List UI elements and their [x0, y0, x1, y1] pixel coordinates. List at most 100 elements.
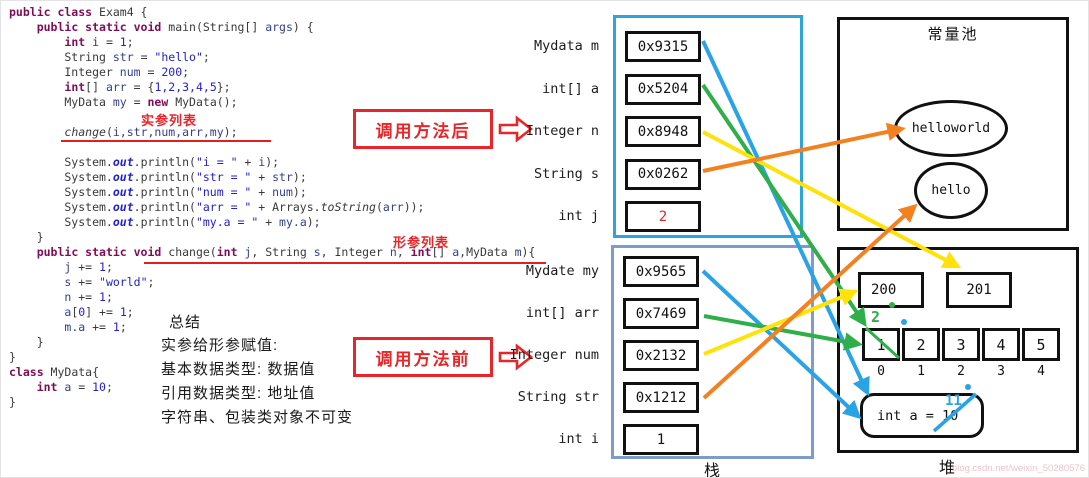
code-token: s: [64, 275, 72, 289]
code-token: int: [64, 80, 86, 94]
code-token: =: [133, 50, 155, 64]
code-line: int i = 1;: [9, 35, 535, 50]
code-token: toString: [320, 200, 376, 214]
code-token: [9, 245, 37, 259]
code-token: MyData();: [175, 95, 238, 109]
code-token: );: [292, 185, 307, 199]
arg-list-label: 实参列表: [141, 113, 198, 128]
code-token: my: [112, 95, 127, 109]
code-token: +: [258, 215, 280, 229]
code-token: .println(: [133, 215, 196, 229]
value-cell: 0x9315: [625, 31, 701, 62]
code-token: System.: [9, 170, 113, 184]
code-token: MyData{: [50, 365, 100, 379]
code-token: ){: [521, 245, 536, 259]
code-token: ;: [105, 290, 113, 304]
code-token: =: [126, 95, 148, 109]
code-token: );: [306, 215, 321, 229]
variable-label: int[] a: [542, 80, 599, 97]
code-token: int: [216, 245, 245, 259]
code-token: int: [410, 245, 432, 259]
code-token: [9, 80, 64, 94]
code-line: }: [9, 395, 535, 410]
code-token: public static void: [36, 20, 169, 34]
code-token: };: [216, 80, 231, 94]
variable-label: int[] arr: [525, 305, 599, 321]
code-token: a: [64, 305, 72, 319]
code-token: [9, 290, 64, 304]
code-token: [9, 320, 64, 334]
constant-pool-title: 常量池: [927, 26, 979, 43]
code-token: num: [272, 185, 293, 199]
code-line: }: [9, 350, 535, 365]
variable-label: String str: [517, 389, 599, 405]
code-token: ] +=: [85, 305, 120, 319]
code-line: System.out.println("arr = " + Arrays.toS…: [9, 200, 535, 215]
code-token: ;: [126, 305, 134, 319]
variable-label: Integer num: [509, 347, 599, 363]
code-token: class: [9, 365, 51, 379]
code-line: }: [9, 335, 535, 350]
code-token: +=: [71, 275, 100, 289]
code-token: ));: [403, 200, 425, 214]
code-token: 10: [92, 380, 106, 394]
code-token: );: [292, 170, 307, 184]
code-token: n: [389, 245, 397, 259]
code-token: (: [105, 125, 113, 139]
code-token: = {: [126, 80, 155, 94]
code-token: ;: [182, 65, 190, 79]
code-line: Integer num = 200;: [9, 65, 535, 80]
code-token: arr: [105, 80, 127, 94]
code-token: new: [147, 95, 176, 109]
code-token: "my.a = ": [195, 215, 259, 229]
code-token: [9, 20, 37, 34]
code-token: +: [251, 170, 273, 184]
array-cell: 2: [902, 328, 940, 361]
code-token: 200: [161, 65, 183, 79]
code-token: Integer: [9, 65, 120, 79]
code-token: }: [9, 230, 44, 244]
value-cell: 0x0262: [625, 158, 701, 190]
code-token: int: [36, 380, 65, 394]
code-token: i: [258, 155, 266, 169]
code-token: arr: [382, 200, 404, 214]
variable-label: String s: [533, 165, 599, 182]
array-index: 4: [1037, 364, 1045, 379]
summary-line: 字符串、包装类对象不可变: [161, 409, 354, 426]
code-block: public class Exam4 { public static void …: [9, 5, 535, 410]
code-token: "num = ": [195, 185, 252, 199]
code-token: change(: [168, 245, 217, 259]
code-token: .println(: [133, 185, 196, 199]
value-cell: 0x9565: [623, 256, 699, 287]
code-token: out: [112, 215, 134, 229]
code-line: }: [9, 230, 535, 245]
block-arrow-right-icon: [498, 115, 534, 143]
code-token: MyData: [9, 95, 113, 109]
code-token: my.a: [279, 215, 307, 229]
code-token: change: [64, 125, 106, 139]
summary-title: 总结: [169, 314, 202, 331]
code-token: =: [71, 380, 93, 394]
before-call-callout: 调用方法前: [353, 337, 493, 377]
stack-zone-label: 栈: [704, 463, 722, 478]
variable-label: Mydate my: [525, 263, 599, 279]
string-hello: hello: [914, 162, 988, 219]
value-cell: 2: [625, 201, 701, 232]
signature-underline: [144, 262, 546, 264]
code-token: ) {: [292, 20, 314, 34]
code-token: 1: [99, 290, 106, 304]
code-token: }: [9, 395, 16, 409]
code-token: +: [251, 185, 273, 199]
code-token: m.a: [64, 320, 86, 334]
code-token: String: [9, 50, 113, 64]
code-token: public class: [9, 5, 100, 19]
code-token: i =: [92, 35, 120, 49]
code-line: change(i,str,num,arr,my);: [9, 125, 535, 140]
array-new-value-note: 2: [871, 308, 881, 326]
code-line: a[0] += 1;: [9, 305, 535, 320]
code-line: j += 1;: [9, 260, 535, 275]
heap-zone-label: 堆: [939, 460, 957, 477]
code-token: args: [265, 20, 293, 34]
code-token: str: [112, 50, 134, 64]
code-token: j: [244, 245, 252, 259]
